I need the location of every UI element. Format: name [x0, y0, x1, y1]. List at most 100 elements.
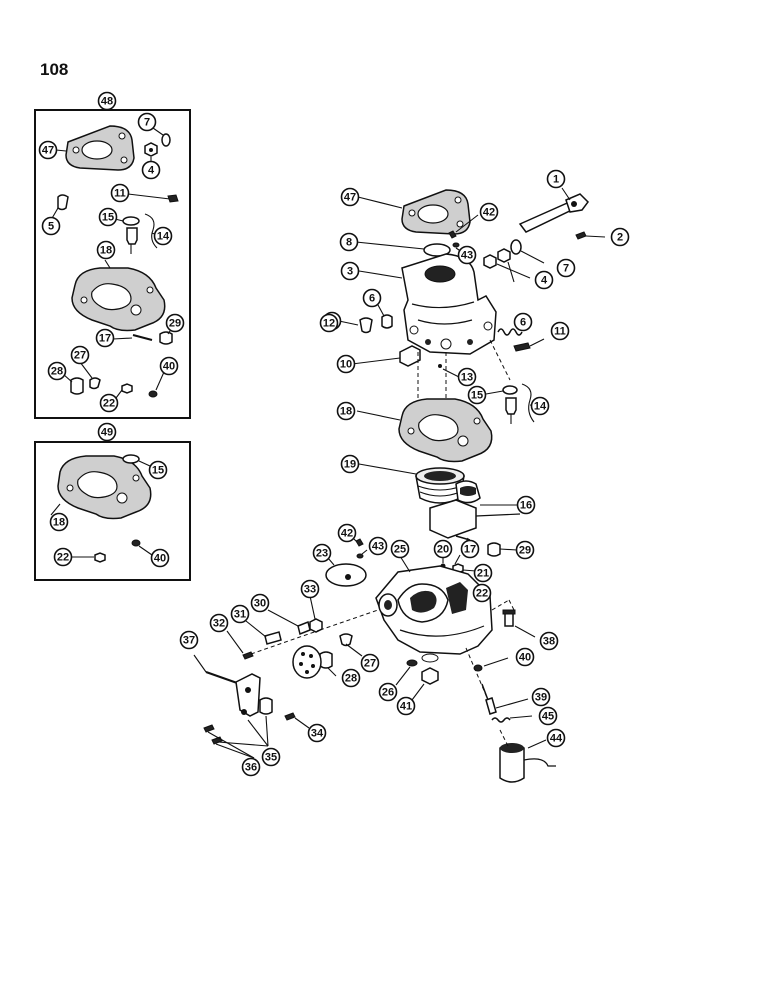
carburetor-body	[375, 565, 493, 663]
kit-48-label: 48	[97, 91, 117, 111]
bracket-31	[264, 631, 282, 645]
plug-41	[421, 667, 439, 685]
kit-49-box	[34, 441, 191, 581]
part-callout-main-14: 14	[530, 396, 550, 416]
callout-number: 33	[304, 584, 316, 596]
choke-lever	[565, 193, 589, 213]
pin-13	[438, 364, 442, 368]
callout-number: 49	[101, 427, 113, 439]
callout-number: 7	[144, 117, 150, 129]
part-callout-main-15: 15	[467, 385, 487, 405]
callout-number: 12	[323, 318, 335, 330]
callout-number: 23	[316, 548, 328, 560]
callout-number: 40	[519, 652, 531, 664]
kit48-bushing-28	[70, 377, 84, 395]
part-callout-main-12: 12	[319, 313, 339, 333]
callout-number: 42	[341, 528, 353, 540]
callout-number: 6	[369, 293, 375, 305]
kit48-lock-washer	[161, 133, 171, 147]
callout-number: 45	[542, 711, 554, 723]
callout-number: 41	[400, 701, 412, 713]
o-ring-15	[502, 385, 518, 395]
needle-valve	[505, 397, 517, 415]
callout-number: 38	[543, 636, 555, 648]
idle-screw	[513, 342, 531, 352]
callout-number: 22	[476, 588, 488, 600]
part-callout-k48-18: 18	[96, 240, 116, 260]
callout-number: 28	[51, 366, 63, 378]
kit49-o-ring	[122, 454, 140, 464]
plug-27	[339, 633, 353, 647]
callout-number: 15	[102, 212, 114, 224]
lever-30	[297, 620, 311, 636]
part-callout-main-6: 6	[362, 288, 382, 308]
part-callout-k48-15: 15	[98, 207, 118, 227]
kit49-small-gasket	[131, 539, 141, 547]
callout-number: 13	[461, 372, 473, 384]
callout-number: 6	[520, 317, 526, 329]
part-callout-k48-28: 28	[47, 361, 67, 381]
part-callout-main-6: 6	[513, 312, 533, 332]
callout-number: 25	[394, 544, 406, 556]
part-callout-k48-11: 11	[110, 183, 130, 203]
kit48-gasket-washer	[121, 383, 133, 394]
part-callout-main-16: 16	[516, 495, 536, 515]
part-callout-k48-4: 4	[141, 160, 161, 180]
part-callout-main-13: 13	[457, 367, 477, 387]
callout-number: 43	[461, 250, 473, 262]
screw-32	[242, 651, 254, 660]
callout-number: 15	[152, 465, 164, 477]
part-callout-k48-40: 40	[159, 356, 179, 376]
bushing-6b	[497, 248, 511, 263]
screw-42	[448, 230, 457, 239]
part-callout-main-42: 42	[337, 523, 357, 543]
callout-number: 34	[311, 728, 324, 740]
washer-43	[452, 242, 460, 248]
screw-2	[575, 231, 587, 240]
float	[429, 480, 521, 539]
valve-39	[485, 697, 497, 715]
callout-number: 40	[163, 361, 175, 373]
kit-48-box	[34, 109, 191, 419]
idle-spring	[497, 328, 523, 336]
part-callout-main-47: 47	[340, 187, 360, 207]
callout-number: 14	[157, 231, 170, 243]
callout-number: 27	[74, 350, 86, 362]
kit48-screw	[167, 194, 179, 203]
part-callout-main-36: 36	[241, 757, 261, 777]
callout-number: 28	[345, 673, 357, 685]
callout-number: 10	[340, 359, 352, 371]
part-callout-main-40: 40	[515, 647, 535, 667]
part-callout-main-19: 19	[340, 454, 360, 474]
callout-number: 20	[437, 544, 449, 556]
callout-number: 8	[346, 237, 352, 249]
callout-number: 43	[372, 541, 384, 553]
callout-number: 29	[519, 545, 531, 557]
callout-number: 39	[535, 692, 547, 704]
part-callout-main-43: 43	[457, 245, 477, 265]
screw-36b	[211, 736, 223, 745]
part-callout-main-7: 7	[556, 258, 576, 278]
part-callout-main-33: 33	[300, 579, 320, 599]
kit48-needle-valve	[126, 227, 138, 245]
part-callout-main-31: 31	[230, 604, 250, 624]
part-callout-main-41: 41	[396, 696, 416, 716]
part-callout-main-43: 43	[368, 536, 388, 556]
air-horn-body	[401, 253, 497, 355]
shaft-37	[205, 671, 241, 685]
part-callout-main-20: 20	[433, 539, 453, 559]
part-callout-main-11: 11	[550, 321, 570, 341]
part-callout-main-32: 32	[209, 613, 229, 633]
callout-number: 17	[99, 333, 111, 345]
part-callout-k48-27: 27	[70, 345, 90, 365]
callout-number: 29	[169, 318, 181, 330]
callout-number: 4	[148, 165, 155, 177]
part-callout-main-37: 37	[179, 630, 199, 650]
callout-number: 37	[183, 635, 195, 647]
part-callout-main-38: 38	[539, 631, 559, 651]
cap-plug	[423, 243, 451, 257]
part-callout-main-4: 4	[534, 270, 554, 290]
callout-number: 44	[550, 733, 563, 745]
bushing-6	[381, 314, 393, 329]
